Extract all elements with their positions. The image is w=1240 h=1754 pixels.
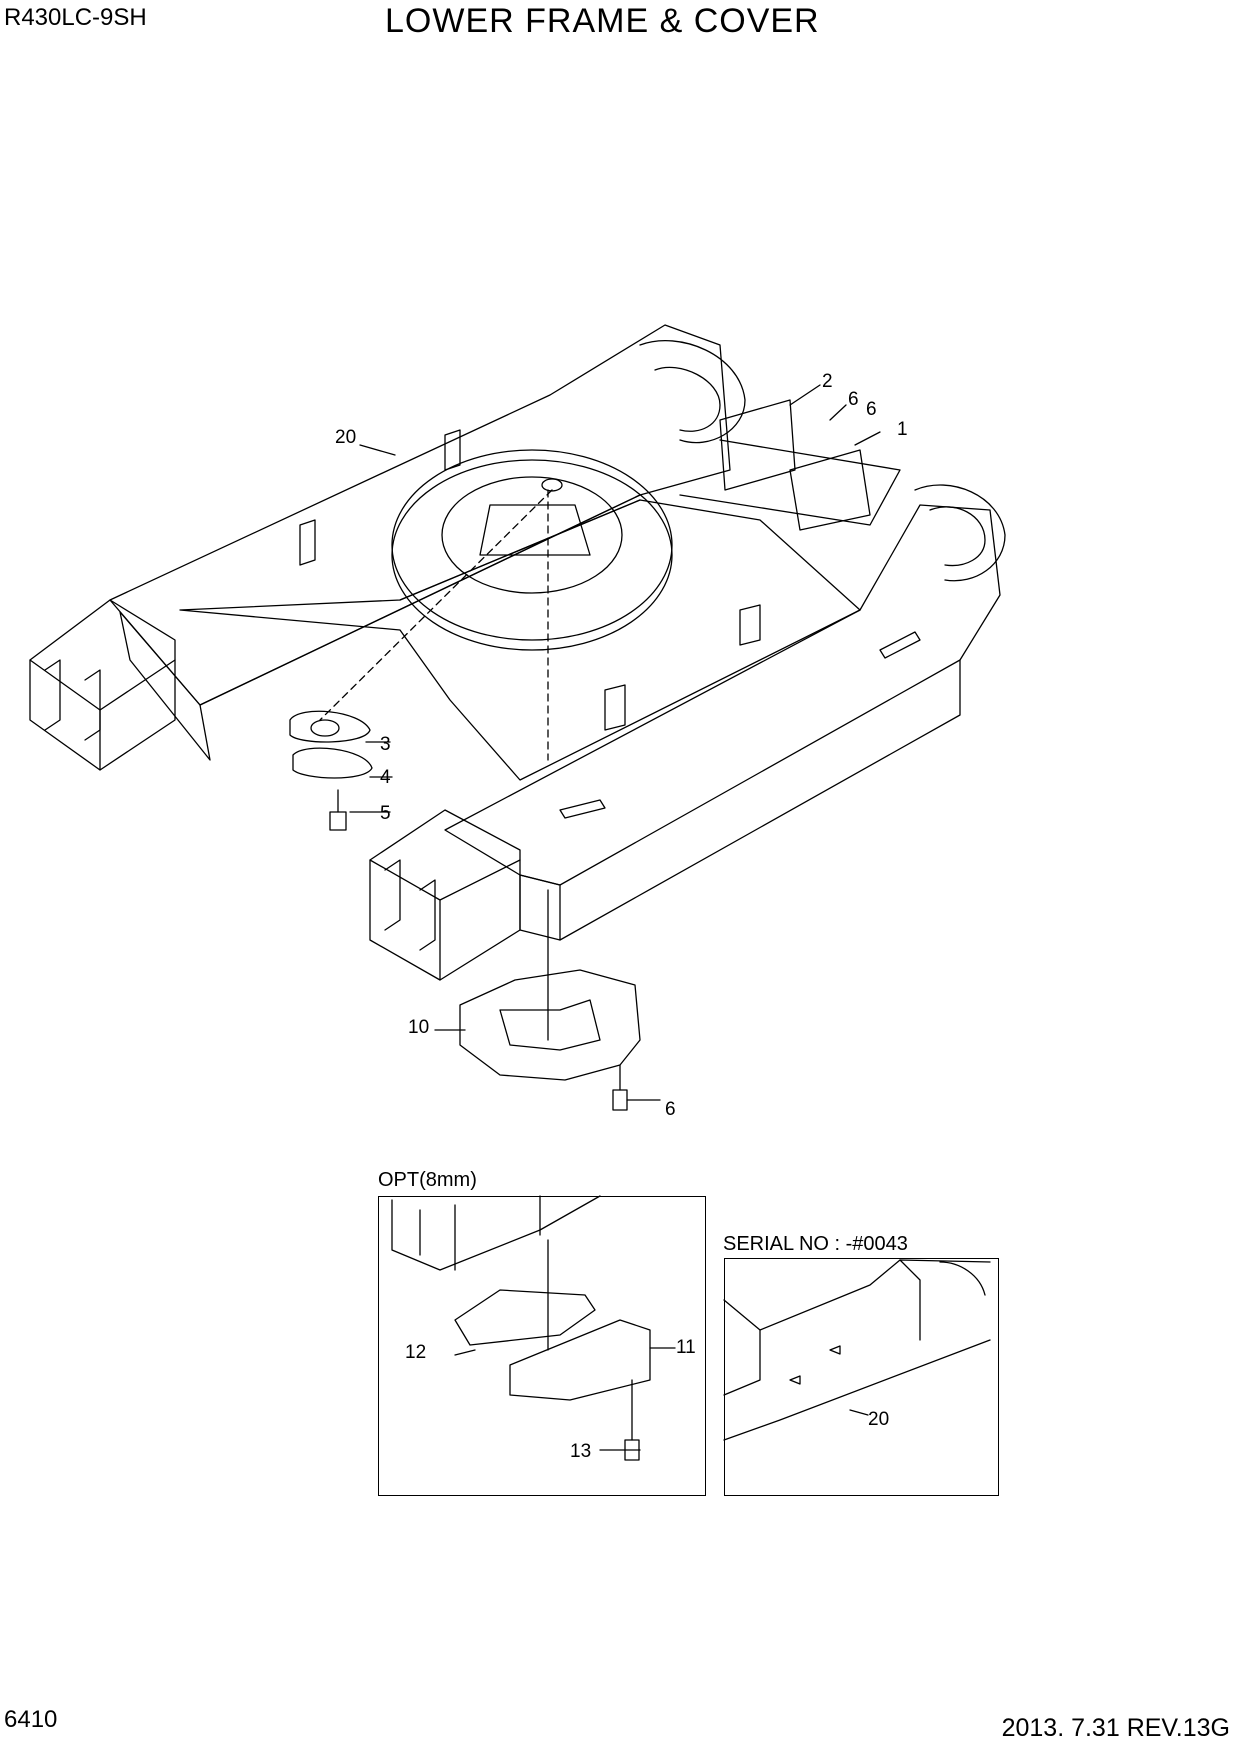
shim-parts <box>289 710 373 831</box>
serial-inset-label: SERIAL NO : -#0043 <box>723 1233 908 1255</box>
callout-10: 10 <box>408 1017 430 1038</box>
callout-6-lower: 6 <box>665 1099 676 1120</box>
callout-13: 13 <box>570 1441 592 1462</box>
callout-2: 2 <box>822 371 833 392</box>
serial-inset-frame <box>724 1258 999 1496</box>
option-inset-frame <box>378 1196 706 1496</box>
lower-frame <box>29 324 1006 981</box>
callout-3: 3 <box>380 734 391 755</box>
date-revision: 2013. 7.31 REV.13G <box>1001 1714 1230 1742</box>
callout-6-upper: 6 <box>848 389 859 410</box>
option-inset-drawing <box>391 1195 651 1461</box>
serial-inset-drawing <box>723 1259 991 1441</box>
callout-6-mid: 6 <box>866 399 877 420</box>
callout-1: 1 <box>897 419 908 440</box>
callout-4: 4 <box>380 767 391 788</box>
bottom-cover-plate <box>459 889 641 1111</box>
model-number: R430LC-9SH <box>4 4 147 31</box>
callout-20-main: 20 <box>335 427 357 448</box>
callout-11: 11 <box>676 1337 696 1358</box>
callout-5: 5 <box>380 803 391 824</box>
option-inset-label: OPT(8mm) <box>378 1169 477 1191</box>
swing-bearing-ring <box>391 449 673 651</box>
access-covers <box>719 399 871 531</box>
page-title: LOWER FRAME & COVER <box>385 2 820 40</box>
page-number: 6410 <box>4 1706 58 1733</box>
callout-12: 12 <box>405 1342 427 1363</box>
callout-20-inset: 20 <box>868 1409 890 1430</box>
leader-lines <box>349 384 881 1451</box>
